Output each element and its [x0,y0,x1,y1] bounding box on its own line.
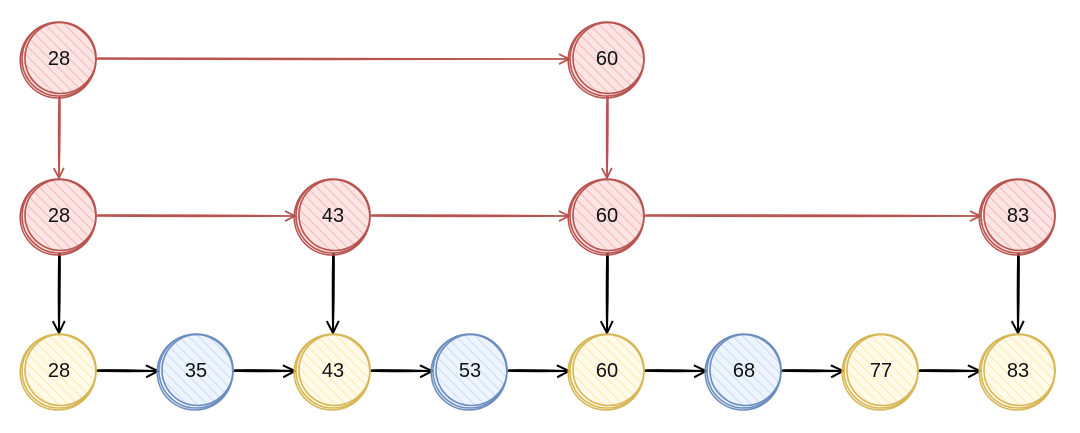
node-label-l1-83: 83 [1007,205,1029,227]
node-l0-83: 83 [978,333,1056,411]
edge-l1-83-to-l0-83 [1018,252,1019,333]
edge-l2-28-to-l2-60 [96,58,569,59]
edge-l1-43-to-l0-43 [333,252,334,333]
node-label-l0-53: 53 [459,360,481,382]
edge-l0-35-to-l0-43 [233,370,295,371]
node-l0-28: 28 [19,333,97,411]
node-l1-28: 28 [19,178,97,256]
node-label-l0-35: 35 [185,360,207,382]
node-l0-77: 77 [841,333,919,411]
node-label-l1-43: 43 [322,205,344,227]
node-label-l0-28: 28 [48,360,70,382]
edge-l1-28-to-l0-28 [59,252,60,333]
node-l0-35: 35 [156,333,234,411]
node-l0-60: 60 [567,333,645,411]
edge-l0-53-to-l0-60 [507,370,569,371]
node-l0-68: 68 [704,333,782,411]
edge-l1-43-to-l1-60 [370,215,569,216]
edge-l0-77-to-l0-83 [918,370,980,371]
nodes-layer: 28 60 28 43 60 83 28 35 43 53 60 68 77 83 [19,21,1056,411]
edge-l1-60-to-l0-60 [607,252,608,333]
node-l0-43: 43 [293,333,371,411]
edge-l2-60-to-l1-60 [607,95,608,178]
edge-l1-28-to-l1-43 [96,215,295,216]
node-l2-28: 28 [19,21,97,99]
node-label-l1-60: 60 [596,205,618,227]
node-l2-60: 60 [567,21,645,99]
edge-l1-60-to-l1-83 [644,215,980,216]
node-label-l0-83: 83 [1007,360,1029,382]
node-label-l2-28: 28 [48,48,70,70]
node-label-l2-60: 60 [596,48,618,70]
node-l1-83: 83 [978,178,1056,256]
edge-l0-60-to-l0-68 [644,370,706,371]
edge-l0-68-to-l0-77 [781,370,843,371]
node-l1-43: 43 [293,178,371,256]
edge-l0-28-to-l0-35 [96,370,158,371]
node-label-l0-43: 43 [322,360,344,382]
node-label-l0-68: 68 [733,360,755,382]
node-label-l1-28: 28 [48,205,70,227]
edge-l0-43-to-l0-53 [370,370,432,371]
edges-layer [59,58,1019,371]
node-l1-60: 60 [567,178,645,256]
node-label-l0-77: 77 [870,360,892,382]
edge-l2-28-to-l1-28 [59,95,60,178]
node-l0-53: 53 [430,333,508,411]
node-label-l0-60: 60 [596,360,618,382]
